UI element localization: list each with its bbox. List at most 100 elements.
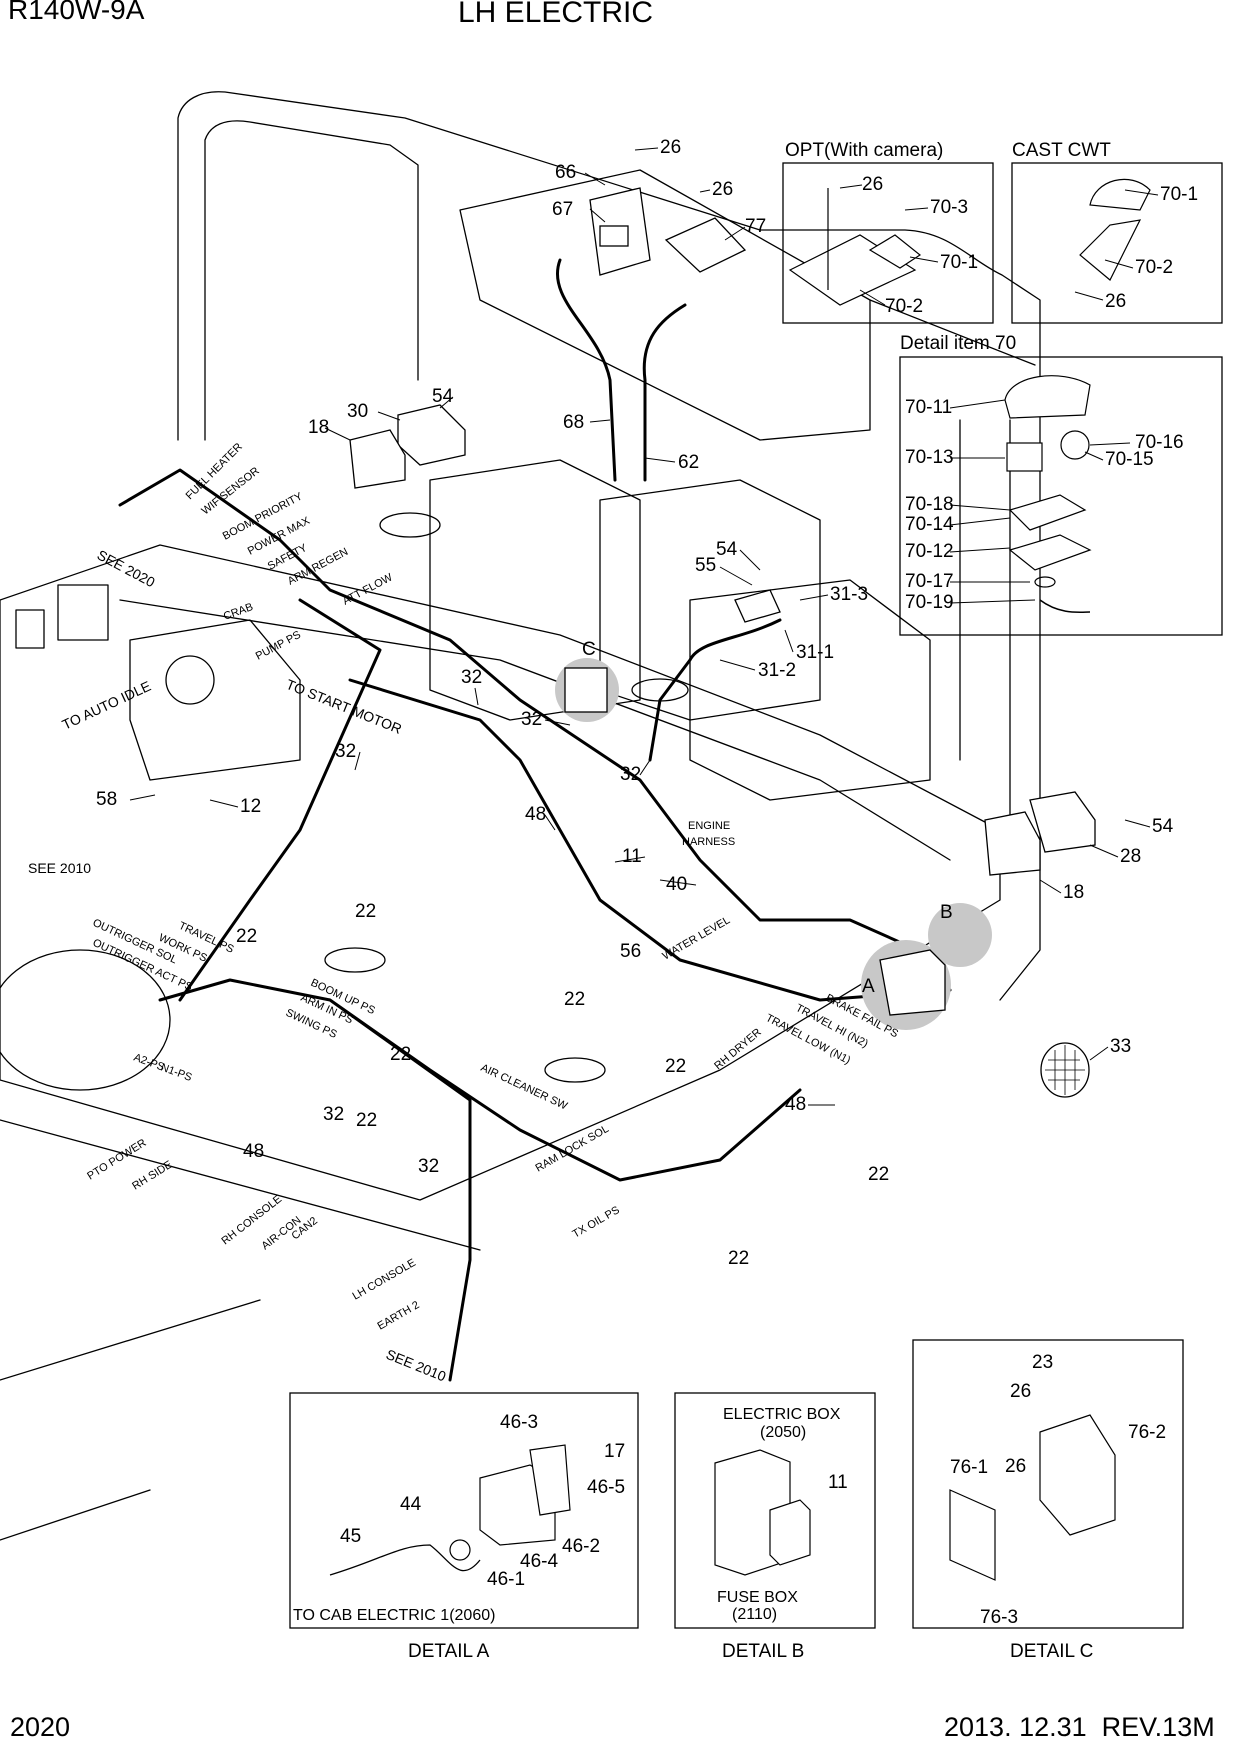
harness-68 [556, 258, 617, 482]
callout-26b: 26 [712, 179, 733, 200]
callout-22f: 22 [356, 1110, 377, 1131]
callout-70-13: 70-13 [905, 447, 954, 468]
callout-67: 67 [552, 199, 573, 220]
detail70-oring [1034, 576, 1056, 588]
callout-32c: 32 [620, 764, 641, 785]
opt-box [782, 162, 994, 324]
left-bracket [129, 619, 301, 781]
model-code: R140W-9A [8, 0, 145, 25]
callout-18a: 18 [308, 417, 329, 438]
detail-marker-a: A [862, 976, 875, 997]
label-air-cleaner-sw: AIR CLEANER SW [479, 1062, 570, 1113]
deck-hole-d [544, 1057, 606, 1083]
plate-77 [664, 217, 747, 273]
detail70-ring [1060, 430, 1090, 460]
cast-cover [1089, 178, 1151, 211]
electric-box-label: ELECTRIC BOX [723, 1406, 841, 1423]
label-harness: HARNESS [682, 836, 735, 848]
callout-46-2: 46-2 [562, 1536, 600, 1557]
label-see2020: SEE 2020 [95, 547, 158, 591]
callout-opt-26: 26 [862, 174, 883, 195]
callout-11a: 11 [622, 846, 642, 867]
harness-62 [642, 303, 687, 482]
detail-a-caption: DETAIL A [408, 1641, 490, 1662]
callout-45: 45 [340, 1526, 361, 1547]
label-rh-side: RH SIDE [130, 1159, 174, 1193]
callout-46-3: 46-3 [500, 1412, 538, 1433]
date-revision: 2013. 12.31 REV.13M [944, 1712, 1215, 1742]
callout-22d: 22 [390, 1044, 411, 1065]
callout-cast-70-1: 70-1 [1160, 184, 1198, 205]
label-earth2: EARTH 2 [376, 1299, 422, 1333]
rear-frame-post [869, 299, 1036, 821]
label-n1-ps: N1-PS [159, 1062, 194, 1084]
label-water-level: WATER LEVEL [661, 914, 733, 962]
detail-b-caption: DETAIL B [722, 1641, 804, 1662]
callout-70-17: 70-17 [905, 571, 954, 592]
callout-70-12: 70-12 [905, 541, 954, 562]
callout-68: 68 [563, 412, 584, 433]
callout-32e: 32 [323, 1104, 344, 1125]
callout-54c: 54 [1152, 816, 1174, 837]
callout-c-76-1: 76-1 [950, 1457, 988, 1478]
cast-box [1011, 162, 1223, 324]
bracket-18b [984, 811, 1041, 876]
callout-opt-70-1: 70-1 [940, 252, 978, 273]
callout-48c: 48 [243, 1141, 264, 1162]
callout-70-18: 70-18 [905, 494, 954, 515]
block-left [429, 459, 641, 721]
cast-title: CAST CWT [1012, 140, 1111, 161]
detail-marker-c: C [582, 639, 596, 660]
callout-31-2: 31-2 [758, 660, 796, 681]
callout-c-26b: 26 [1005, 1456, 1026, 1477]
callout-22g: 22 [868, 1164, 889, 1185]
detail-a-cap [449, 1539, 471, 1561]
cast-bracket [1079, 219, 1142, 281]
callout-40: 40 [666, 874, 687, 895]
callout-31-1: 31-1 [796, 642, 834, 663]
opt-title: OPT(With camera) [785, 140, 943, 161]
callout-22c: 22 [564, 989, 585, 1010]
wheel-arch-left [0, 949, 171, 1091]
bracket-28 [1029, 791, 1096, 853]
callout-30: 30 [347, 401, 368, 422]
left-wall-panel-small [15, 609, 45, 649]
main-deck [0, 544, 1001, 1201]
callout-54a: 54 [432, 386, 454, 407]
detail-c-caption: DETAIL C [1010, 1641, 1093, 1662]
label-pto-power: PTO POWER [85, 1137, 148, 1183]
to-cab-label: TO CAB ELECTRIC 1(2060) [293, 1607, 495, 1624]
callout-32d: 32 [335, 741, 356, 762]
detail-markers: C B A [582, 639, 953, 997]
left-hole [165, 655, 215, 705]
mesh-grill-hatch [1045, 1045, 1085, 1095]
detail70-title: Detail item 70 [900, 333, 1016, 354]
lower-frame [0, 1119, 481, 1541]
electric-box-ref: (2050) [760, 1424, 806, 1441]
callout-c-76-2: 76-2 [1128, 1422, 1166, 1443]
detail-c-box [912, 1339, 1184, 1629]
callout-cast-26: 26 [1105, 291, 1126, 312]
leaders [129, 147, 1159, 1106]
callouts: 26 66 67 26 77 26 70-3 70-1 70-2 70-1 70… [96, 137, 1198, 1628]
detail-a-cable [329, 1544, 481, 1576]
label-engine: ENGINE [688, 820, 730, 832]
callout-12: 12 [240, 796, 261, 817]
detail-a-plate [529, 1444, 571, 1516]
block-right [689, 579, 931, 801]
label-att-flow: ATT FLOW [341, 571, 395, 608]
camera-lens [599, 225, 629, 247]
top-beam [459, 169, 871, 441]
bracket-30 [397, 404, 466, 466]
detail70-box [899, 356, 1223, 636]
detail-b-highlight [928, 903, 992, 967]
block-center [599, 479, 821, 721]
detail-c-panel-back [1039, 1414, 1116, 1536]
deck-inner [119, 599, 951, 861]
fuse-box-ref: (2110) [732, 1606, 777, 1623]
diagram-labels: SEE 2020 SEE 2010 SEE 2010 TO AUTO IDLE … [28, 441, 900, 1385]
opt-camera [868, 234, 922, 269]
callout-55: 55 [695, 555, 716, 576]
callout-32f: 32 [418, 1156, 439, 1177]
detail-c-part [564, 667, 608, 713]
